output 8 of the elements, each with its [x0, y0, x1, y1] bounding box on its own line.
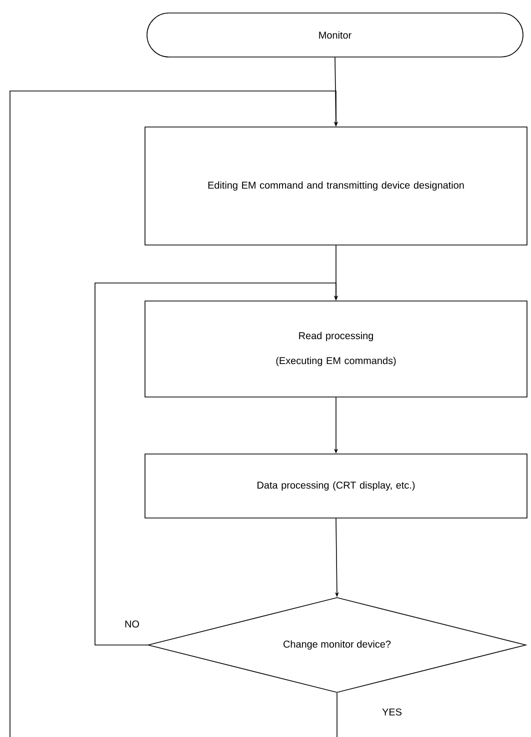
process-box: Read processing (Executing EM commands): [144, 300, 528, 398]
terminator-box: Monitor: [146, 12, 524, 58]
arrow: [10, 90, 338, 737]
arrow: [94, 282, 338, 646]
process-box: Data processing (CRT display, etc.): [144, 454, 528, 518]
process-box: Editing EM command and transmitting device designation: [144, 126, 528, 246]
edge-label: YES: [381, 707, 403, 717]
edge-label: NO: [124, 619, 140, 629]
